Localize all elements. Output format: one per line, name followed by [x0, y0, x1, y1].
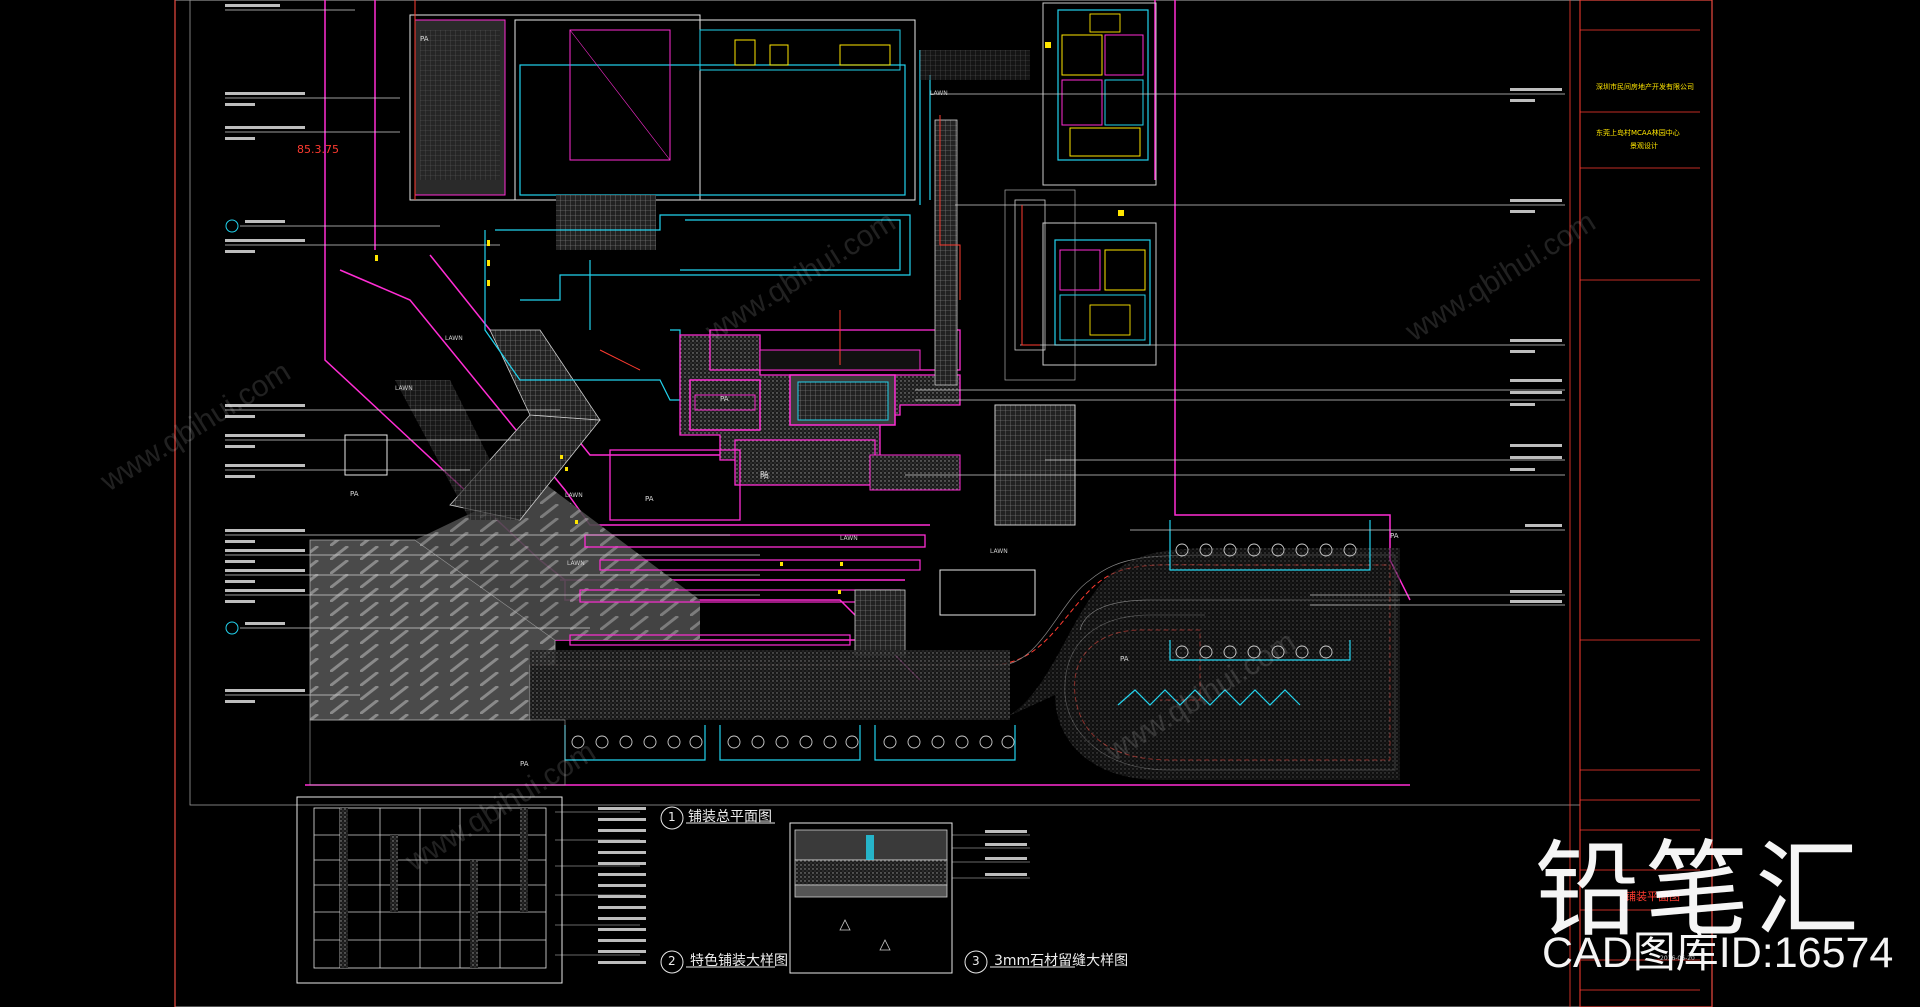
detail-1-number: 1 — [668, 810, 676, 824]
lawn-label: LAWN — [930, 90, 948, 97]
paving-strips — [569, 534, 926, 656]
title-block — [1580, 29, 1700, 991]
title-block-project: 东莞上岛村MCAA林园中心 — [1596, 129, 1680, 137]
east-corridor — [920, 50, 1076, 526]
plan-label-pa: PA — [720, 395, 729, 403]
leader-text-left — [225, 4, 305, 703]
watermark-id: CAD图库ID:16574 — [1542, 929, 1894, 977]
lawn-label: LAWN — [565, 492, 583, 499]
leader-lines-left — [225, 9, 760, 696]
plan-label-pa: PA — [520, 760, 529, 768]
detail-2-number: 2 — [668, 954, 676, 968]
lawn-label: LAWN — [840, 535, 858, 542]
watermark-brand: 铅笔汇 — [1535, 829, 1866, 951]
void-box — [939, 569, 1036, 616]
lawn-label: LAWN — [567, 560, 585, 567]
site-marker-box — [344, 434, 388, 476]
detail-2-title: 特色铺装大样图 — [690, 953, 788, 969]
title-block-company: 深圳市民间房地产开发有限公司 — [1596, 83, 1694, 91]
detail-3-title: 3mm石材留缝大样图 — [994, 953, 1129, 969]
elevation-mark: 85.3.75 — [297, 143, 339, 156]
plan-label-pa: PA — [350, 490, 359, 498]
title-block-drawing-title: 铺装平面图 — [1625, 890, 1680, 903]
parking-road — [530, 548, 1400, 780]
lawn-label: LAWN — [395, 385, 413, 392]
detail-section — [789, 822, 1030, 974]
parking-stalls-angled — [1117, 689, 1301, 706]
detail-3-number: 3 — [972, 954, 980, 968]
parking-stalls-bottom — [564, 725, 1016, 761]
title-block-date: 2016-06-20 — [1660, 955, 1695, 962]
plan-label-pa: PA — [645, 495, 654, 503]
lawn-label: LAWN — [445, 335, 463, 342]
central-pavilion — [609, 329, 961, 521]
detail-paving-grid — [296, 796, 640, 984]
parking-stall-numbers-bottom — [571, 735, 1015, 749]
plan-label-pa: PA — [760, 473, 769, 481]
detail-1-title: 铺装总平面图 — [688, 809, 772, 825]
plan-label-pa: PA — [1390, 532, 1399, 540]
section-markers — [225, 219, 239, 635]
parking-stall-numbers-top — [1175, 543, 1357, 659]
leader-lines-right — [905, 93, 1565, 606]
detail-callouts — [660, 806, 1075, 974]
diagonal-walkway — [395, 329, 601, 521]
lawn-label: LAWN — [990, 548, 1008, 555]
main-building — [409, 14, 916, 250]
red-accents — [414, 0, 1040, 371]
plan-label-pa: PA — [760, 470, 769, 478]
unit-plan-2 — [1042, 222, 1157, 366]
south-path — [309, 719, 566, 786]
parking-stalls-top — [1169, 520, 1371, 661]
plan-label-pa: PA — [420, 35, 429, 43]
title-block-stage: 景观设计 — [1630, 142, 1658, 150]
drawing-frame — [174, 0, 1713, 1007]
plan-label-pa: PA — [1120, 655, 1129, 663]
leader-text-right — [1510, 88, 1562, 603]
detail-section-labels — [985, 830, 1027, 876]
detail-paving-labels — [598, 807, 646, 964]
light-fixtures — [375, 42, 1124, 594]
